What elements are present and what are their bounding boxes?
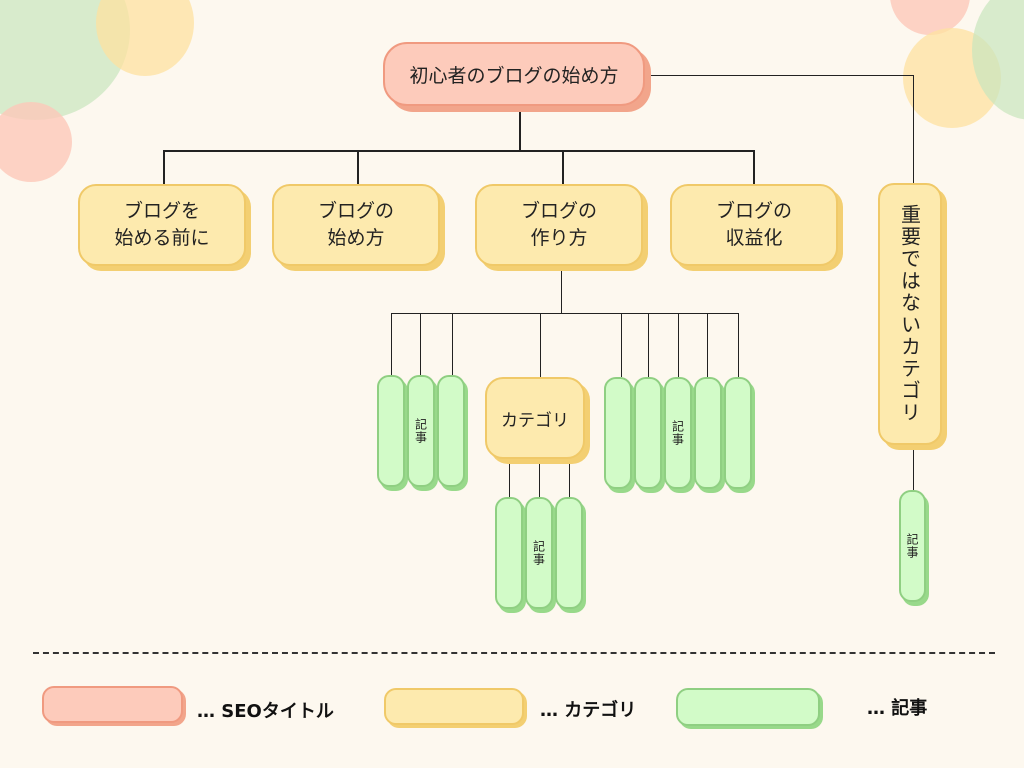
decor-circle-pink-left [0, 102, 72, 182]
connector [391, 313, 392, 375]
legend-swatch-article [676, 688, 820, 726]
subcategory-label: カテゴリ [501, 410, 569, 431]
legend-divider [33, 652, 995, 654]
connector [678, 313, 679, 377]
article-node[interactable] [634, 377, 662, 489]
connector [738, 313, 739, 377]
category-node[interactable]: ブログを 始める前に [78, 184, 246, 266]
connector [452, 313, 453, 375]
connector [648, 313, 649, 377]
article-node[interactable]: 記事 [899, 490, 926, 602]
connector [509, 462, 510, 498]
unimportant-category-node[interactable]: 重要ではないカテゴリ [878, 183, 942, 445]
article-node[interactable] [604, 377, 632, 489]
category-node[interactable]: ブログの 始め方 [272, 184, 440, 266]
article-node[interactable] [555, 497, 583, 609]
seo-title-node[interactable]: 初心者のブログの始め方 [383, 42, 645, 106]
legend-label-category: … カテゴリ [540, 700, 637, 721]
connector [539, 462, 540, 498]
unimportant-category-label: 重要ではないカテゴリ [897, 204, 922, 424]
category-node[interactable]: ブログの 作り方 [475, 184, 643, 266]
article-label: 記事 [531, 540, 546, 566]
category-label: ブログの 収益化 [715, 200, 792, 249]
connector [420, 313, 421, 375]
article-node[interactable] [694, 377, 722, 489]
legend-label-seo: … SEOタイトル [197, 701, 334, 722]
connector [569, 462, 570, 498]
connector [540, 313, 541, 377]
connector [913, 75, 914, 183]
connector [561, 270, 562, 314]
article-node[interactable] [377, 375, 405, 487]
legend-swatch-seo [42, 686, 183, 723]
article-label: 記事 [413, 418, 428, 444]
connector [621, 313, 622, 377]
connector [753, 150, 755, 184]
article-node[interactable]: 記事 [407, 375, 435, 487]
article-node[interactable]: 記事 [664, 377, 692, 489]
seo-title-label: 初心者のブログの始め方 [409, 64, 619, 87]
subcategory-node[interactable]: カテゴリ [485, 377, 585, 459]
connector [163, 150, 165, 184]
article-node[interactable] [495, 497, 523, 609]
connector [562, 150, 564, 184]
category-label: ブログの 作り方 [520, 200, 597, 249]
article-label: 記事 [905, 533, 919, 559]
category-label: ブログを 始める前に [114, 200, 210, 249]
article-node[interactable] [437, 375, 465, 487]
legend-swatch-category [384, 688, 524, 725]
connector [913, 448, 914, 490]
legend-label-article: … 記事 [867, 698, 928, 719]
connector [650, 75, 914, 76]
connector [519, 112, 521, 152]
connector [707, 313, 708, 377]
category-node[interactable]: ブログの 収益化 [670, 184, 838, 266]
connector [357, 150, 359, 184]
article-node[interactable]: 記事 [525, 497, 553, 609]
connector [391, 313, 739, 314]
connector [163, 150, 755, 152]
article-node[interactable] [724, 377, 752, 489]
category-label: ブログの 始め方 [317, 200, 394, 249]
article-label: 記事 [670, 420, 685, 446]
